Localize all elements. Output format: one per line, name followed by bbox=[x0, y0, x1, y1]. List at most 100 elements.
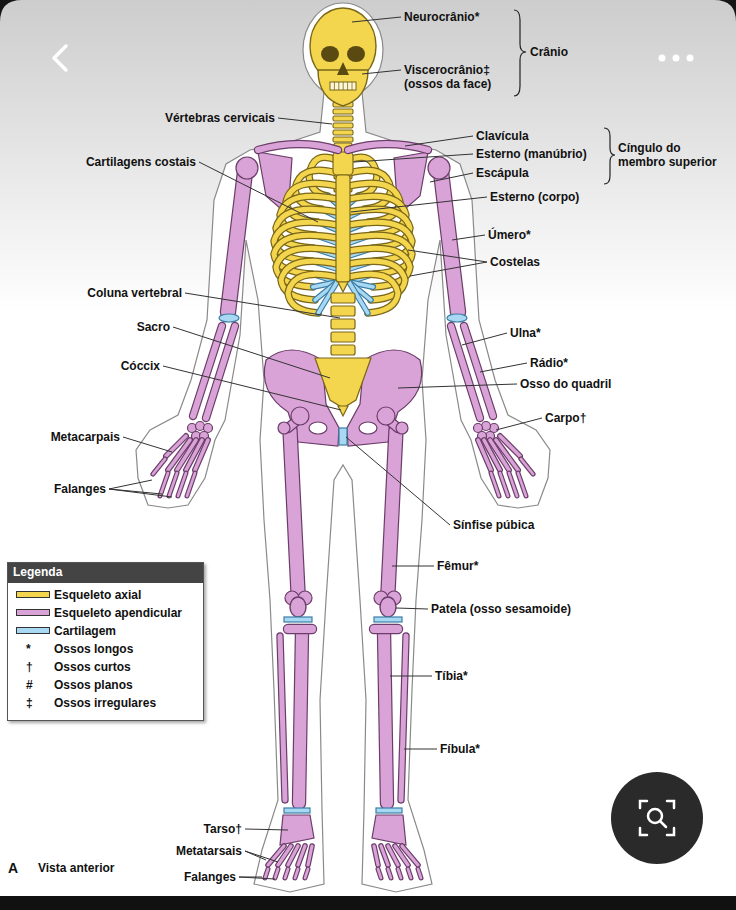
phalanx bbox=[275, 869, 278, 878]
menu-dot bbox=[659, 55, 666, 62]
leader-line bbox=[362, 70, 401, 74]
rib bbox=[288, 274, 337, 313]
tooth-line bbox=[352, 82, 353, 90]
part-label: Rádio* bbox=[530, 356, 568, 370]
legend-text: Esqueleto apendicular bbox=[54, 606, 182, 620]
legend-text: Cartilagem bbox=[54, 624, 116, 638]
leader-line bbox=[480, 363, 527, 372]
metacarpal bbox=[166, 436, 186, 456]
fibula bbox=[401, 636, 406, 800]
metacarpal bbox=[500, 436, 520, 456]
part-label: Tíbia* bbox=[435, 669, 468, 683]
phalanx bbox=[187, 473, 195, 496]
legend-symbol: † bbox=[26, 660, 33, 674]
leader-line bbox=[346, 437, 450, 525]
part-label: Vértebras cervicais bbox=[165, 111, 275, 125]
part-label: Neurocrânio* bbox=[404, 10, 479, 24]
phalanx bbox=[521, 459, 533, 474]
knee-cartilage bbox=[374, 617, 402, 622]
eye-socket bbox=[321, 46, 339, 62]
phalanx bbox=[418, 869, 421, 878]
phalanx bbox=[518, 473, 526, 496]
humerus-head bbox=[236, 157, 258, 179]
part-label: Úmero* bbox=[488, 228, 531, 242]
femur-head bbox=[377, 407, 395, 425]
phalanx bbox=[178, 473, 186, 496]
leader-line bbox=[390, 676, 432, 677]
leader-line bbox=[352, 17, 401, 22]
leader-line bbox=[430, 173, 473, 182]
leader-line bbox=[462, 333, 507, 345]
part-label: Carpo† bbox=[545, 411, 586, 425]
metatarsal bbox=[374, 846, 378, 865]
metacarpal bbox=[478, 440, 491, 470]
tooth-line bbox=[338, 82, 339, 90]
phalanx bbox=[265, 869, 268, 878]
menu-dot bbox=[673, 55, 680, 62]
cervical-vertebra bbox=[333, 130, 353, 135]
legend-row: Ossos irregulares bbox=[8, 696, 203, 710]
leader-line bbox=[199, 162, 318, 222]
legend-symbol: # bbox=[26, 678, 33, 692]
cervical-vertebra bbox=[333, 116, 353, 121]
phalanx bbox=[408, 869, 411, 878]
back-icon bbox=[54, 46, 66, 70]
clavicle bbox=[348, 144, 428, 150]
vertebra bbox=[331, 332, 355, 342]
head-outline bbox=[303, 3, 383, 97]
part-label: Falanges bbox=[184, 870, 236, 884]
leader-line bbox=[410, 262, 487, 276]
part-label: Ulna* bbox=[510, 326, 541, 340]
patella bbox=[290, 597, 306, 617]
rib bbox=[349, 170, 391, 209]
leader-line bbox=[185, 293, 340, 318]
legend-box: Esqueleto axialEsqueleto apendicularCart… bbox=[7, 562, 204, 721]
tibial-plateau bbox=[288, 624, 312, 634]
clavicle bbox=[258, 144, 338, 150]
legend-row: Esqueleto apendicular bbox=[8, 606, 203, 620]
vertebra bbox=[331, 306, 355, 316]
part-label: Sacro bbox=[137, 320, 170, 334]
part-label: Viscerocrânio‡ (ossos da face) bbox=[404, 63, 508, 91]
leader-line bbox=[351, 197, 487, 212]
phalanx bbox=[491, 473, 499, 496]
humerus bbox=[228, 172, 245, 312]
leader-line bbox=[452, 235, 485, 240]
legend-row: Ossos curtos bbox=[8, 660, 203, 674]
legend-heading: Legenda bbox=[13, 565, 62, 579]
phalanx bbox=[178, 473, 186, 496]
part-label: Clavícula bbox=[476, 129, 529, 143]
leader-line bbox=[123, 437, 172, 452]
leader-line bbox=[396, 608, 428, 609]
part-label: Esterno (manúbrio) bbox=[476, 147, 587, 161]
tooth-line bbox=[343, 82, 344, 90]
phalanx bbox=[295, 869, 298, 878]
fibula bbox=[280, 636, 285, 800]
legend-row: Ossos planos bbox=[8, 678, 203, 692]
part-label: Patela (osso sesamoide) bbox=[431, 602, 571, 616]
legend-swatch bbox=[16, 591, 50, 598]
phalanx bbox=[378, 869, 381, 878]
mandible bbox=[318, 70, 368, 106]
legend-symbol: ‡ bbox=[26, 696, 33, 710]
tibial-plateau bbox=[288, 625, 312, 633]
nasal-cavity bbox=[337, 62, 349, 75]
clavicle bbox=[258, 144, 338, 150]
tooth-line bbox=[347, 82, 348, 90]
elbow-cartilage bbox=[447, 314, 467, 322]
group-label: Cíngulo do membro superior bbox=[618, 141, 724, 169]
phalanx bbox=[305, 869, 308, 878]
phalanx bbox=[500, 473, 508, 496]
skeleton bbox=[153, 8, 533, 878]
part-label: Sínfise púbica bbox=[453, 518, 534, 532]
metatarsal bbox=[381, 846, 388, 865]
metatarsal bbox=[308, 846, 312, 865]
phalanx bbox=[388, 869, 391, 878]
legend-row: Esqueleto axial bbox=[8, 588, 203, 602]
metatarsal bbox=[381, 846, 388, 865]
phalanx bbox=[153, 459, 165, 474]
phalanx bbox=[160, 473, 168, 496]
tibial-plateau bbox=[374, 624, 398, 634]
part-label: Fêmur* bbox=[437, 559, 478, 573]
